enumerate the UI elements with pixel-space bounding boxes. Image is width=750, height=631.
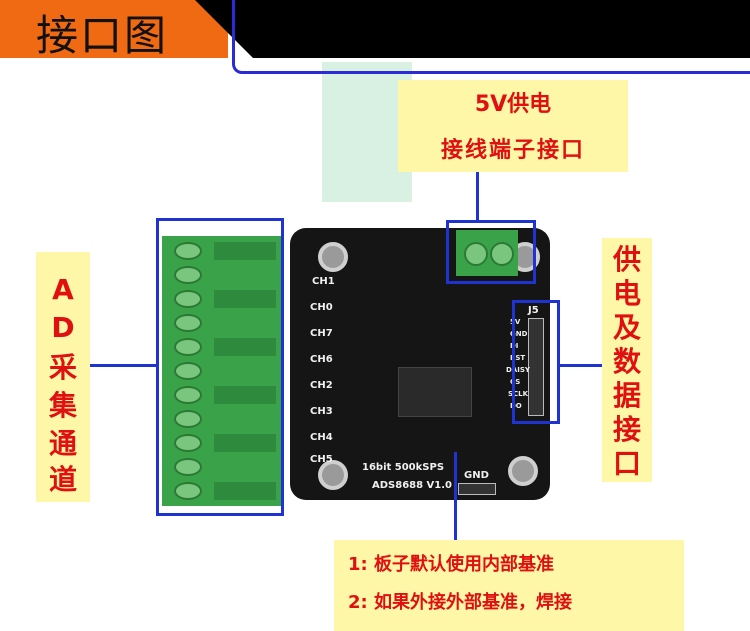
pw-char-0: 供 <box>612 243 641 276</box>
watermark <box>322 62 412 202</box>
silk-ch6: CH6 <box>310 354 333 365</box>
silk-ch0: CH0 <box>310 302 333 313</box>
pw-char-1: 电 <box>612 277 641 310</box>
terminal-screw <box>174 386 202 404</box>
power-terminal-note: 5V供电 接线端子接口 <box>398 80 628 172</box>
power-terminal-note-line1: 5V供电 <box>474 92 552 117</box>
silk-ch1: CH1 <box>312 276 335 287</box>
ad-char-4: 通 <box>48 427 77 460</box>
power-terminal-note-line2: 接线端子接口 <box>440 138 585 163</box>
terminal-screw <box>174 242 202 260</box>
ad-terminal-highlight <box>156 218 284 516</box>
power-terminal-highlight <box>446 220 536 284</box>
power-screw-2 <box>490 242 514 266</box>
ad-char-0: A <box>52 273 74 306</box>
pw-char-4: 据 <box>612 379 641 412</box>
ad-channel-note: A D 采 集 通 道 <box>36 252 90 502</box>
power-screw-1 <box>464 242 488 266</box>
header-outline <box>232 0 750 74</box>
terminal-screw <box>174 434 202 452</box>
adc-chip <box>398 367 472 417</box>
power-data-note: 供 电 及 数 据 接 口 <box>602 238 652 482</box>
mount-hole-tl <box>318 242 348 272</box>
silk-j5-pin-7: DO <box>510 402 522 410</box>
pw-char-5: 接 <box>612 413 641 446</box>
silk-ch5: CH5 <box>310 454 333 465</box>
terminal-slot <box>214 290 276 308</box>
ad-char-2: 采 <box>48 351 77 384</box>
terminal-screw <box>174 362 202 380</box>
power-data-pointer-line <box>560 364 602 367</box>
terminal-screw <box>174 410 202 428</box>
mount-hole-br <box>508 456 538 486</box>
silk-spec: 16bit 500kSPS <box>362 462 445 473</box>
terminal-screw <box>174 290 202 308</box>
terminal-slot <box>214 386 276 404</box>
terminal-screw <box>174 314 202 332</box>
terminal-screw <box>174 266 202 284</box>
ad-char-5: 道 <box>48 463 77 496</box>
terminal-slot <box>214 434 276 452</box>
terminal-slot <box>214 338 276 356</box>
silk-j5-pin-6: SCLK <box>508 390 529 398</box>
ad-char-1: D <box>51 311 75 344</box>
terminal-slot <box>214 482 276 500</box>
page-title: 接口图 <box>36 11 169 60</box>
terminal-slot <box>214 242 276 260</box>
j5-header <box>528 318 544 416</box>
header-black-band <box>195 0 750 58</box>
pw-char-2: 及 <box>612 311 641 344</box>
silk-j5-pin-5: CS <box>510 378 521 386</box>
reference-note: 1: 板子默认使用内部基准 2: 如果外接外部基准，焊接 <box>334 540 684 631</box>
terminal-screw <box>174 338 202 356</box>
reference-note-line1: 1: 板子默认使用内部基准 <box>348 554 554 575</box>
silk-ch2: CH2 <box>310 380 333 391</box>
gnd-header <box>458 483 496 495</box>
power-terminal-block <box>456 230 518 276</box>
silk-j5-pin-0: 5V <box>510 318 521 326</box>
mount-hole-bl <box>318 460 348 490</box>
silk-j5-pin-4: DAISY <box>506 366 530 374</box>
header-bar <box>0 0 228 58</box>
silk-j5: J5 <box>528 305 539 316</box>
ad-terminal-block <box>162 236 282 506</box>
silk-ch7: CH7 <box>310 328 333 339</box>
silk-gnd: GND <box>464 470 489 481</box>
silk-ch4: CH4 <box>310 432 333 443</box>
ad-pointer-line <box>90 364 156 367</box>
terminal-screw <box>174 482 202 500</box>
ad-char-3: 集 <box>48 389 77 422</box>
reference-note-line2: 2: 如果外接外部基准，焊接 <box>348 592 572 613</box>
pw-char-3: 数 <box>612 345 641 378</box>
pw-char-6: 口 <box>612 447 641 480</box>
silk-j5-pin-1: GND <box>510 330 528 338</box>
silk-j5-pin-3: RST <box>510 354 526 362</box>
silk-ch3: CH3 <box>310 406 333 417</box>
silk-model: ADS8688 V1.0 <box>372 480 453 491</box>
j5-highlight <box>512 300 560 424</box>
power-pointer-line <box>476 172 479 222</box>
terminal-screw <box>174 458 202 476</box>
reference-pointer-line <box>454 452 457 540</box>
